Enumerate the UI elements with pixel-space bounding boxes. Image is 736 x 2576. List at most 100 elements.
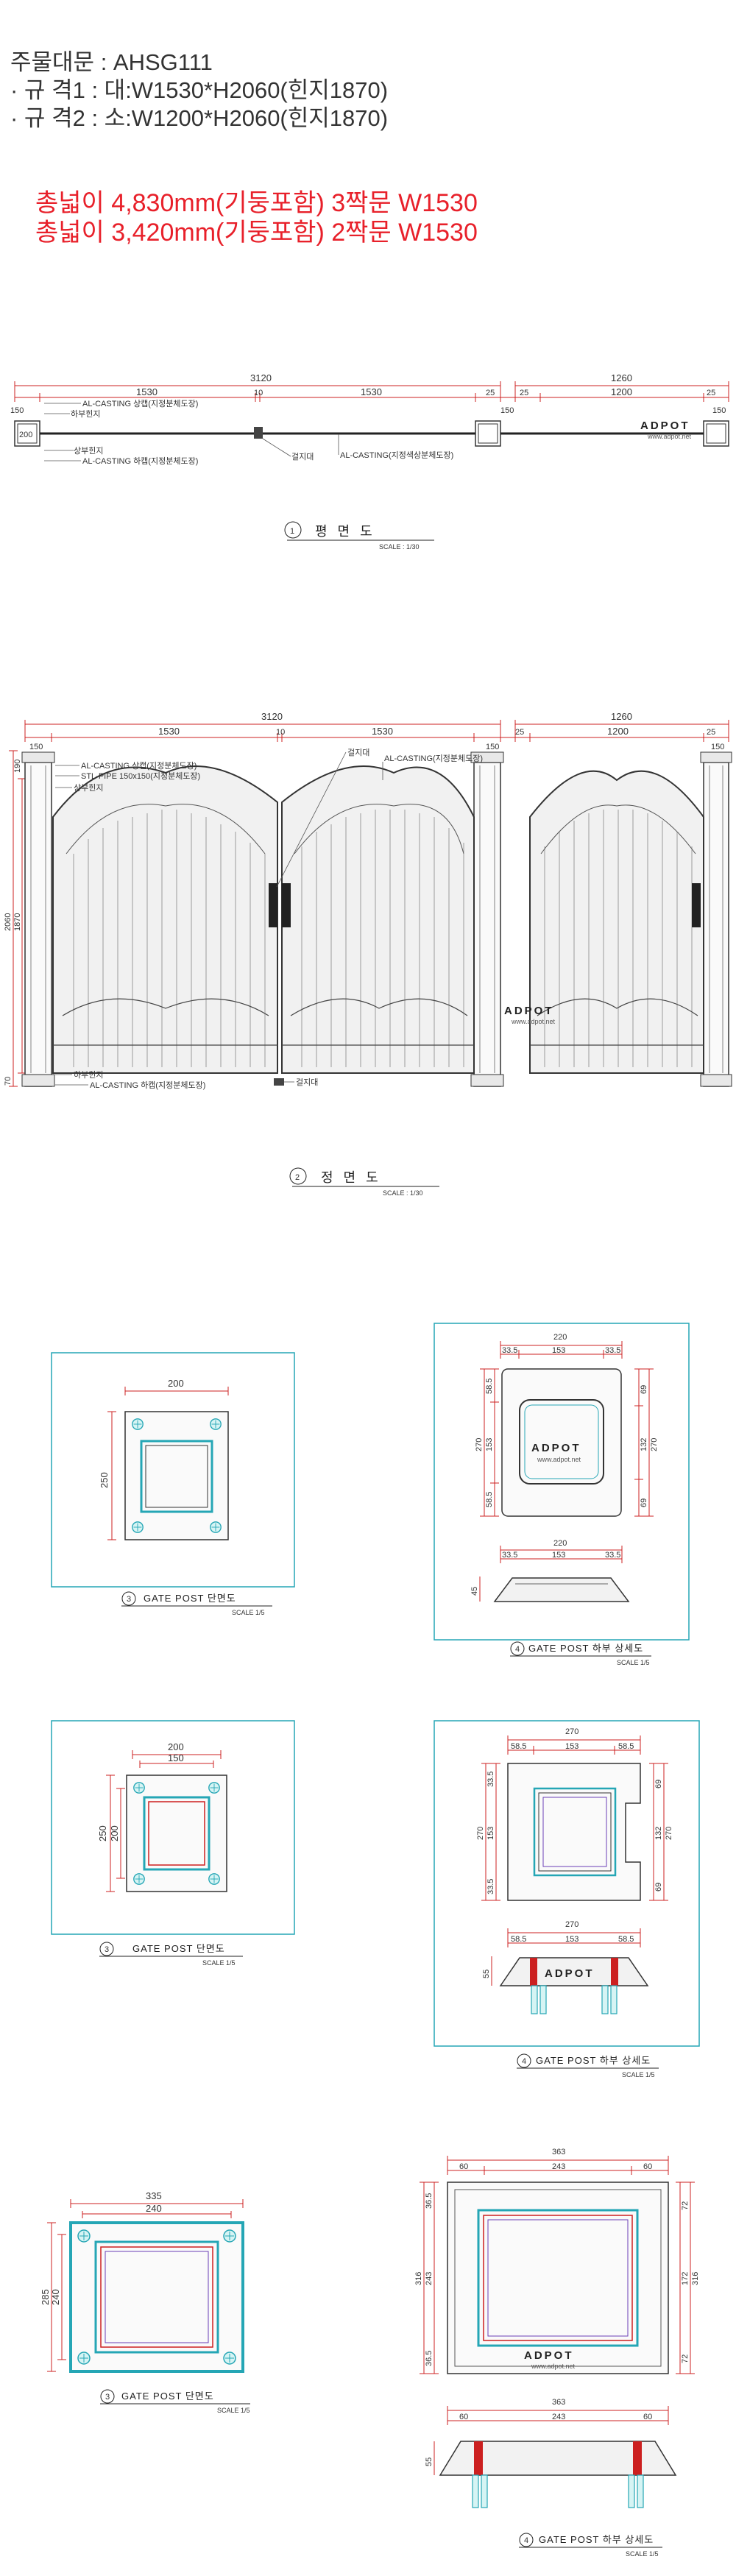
- d3a-label-block: 3 GATE POST 단면도 SCALE 1/5: [121, 1591, 272, 1616]
- d4c-h-total: 316: [414, 2272, 423, 2285]
- d4a-b: 153: [552, 1346, 565, 1355]
- d4b-label-block: 4 GATE POST 하부 상세도 SCALE 1/5: [517, 2053, 659, 2078]
- elev-dim-post-left: 150: [29, 743, 43, 751]
- d3b-label: GATE POST 단면도: [132, 1943, 225, 1954]
- d4a-base-a: 33.5: [502, 1551, 517, 1560]
- watermark-url-2: www.adpot.net: [511, 1018, 556, 1025]
- elev-label-stopper: 걸지대: [347, 748, 369, 757]
- d4c-r-a: 72: [681, 2201, 690, 2210]
- elev-dim-side-gap-b: 25: [707, 728, 715, 737]
- watermark-url-3: www.adpot.net: [537, 1456, 581, 1463]
- plan-title-block: 1 평면도 SCALE : 1/30: [284, 521, 434, 551]
- d4a-base-b: 153: [552, 1551, 565, 1560]
- d3a-label-num: 3: [127, 1595, 131, 1604]
- plan-dim-post-right: 150: [712, 406, 726, 415]
- d4c-top-w: 363: [552, 2148, 565, 2156]
- front-elevation: 3120 1260 150 1530 10 1530 150 25 1200 2…: [4, 711, 732, 1197]
- watermark-plan: ADPOT www.adpot.net: [640, 420, 692, 440]
- d4a-scale: SCALE 1/5: [617, 1659, 650, 1666]
- plan-dim-side-post-b: 25: [707, 389, 715, 397]
- d4a-base-c: 33.5: [605, 1551, 620, 1560]
- d3b-scale: SCALE 1/5: [202, 1959, 236, 1967]
- d4c-h-a: 36.5: [425, 2193, 434, 2209]
- d4a-label: GATE POST 하부 상세도: [528, 1643, 643, 1654]
- bolt-icon: [210, 1418, 222, 1430]
- d4b-h-b: 153: [486, 1827, 495, 1840]
- d4c-base-h: 55: [425, 2458, 434, 2466]
- elev-dim-post-right: 150: [711, 743, 724, 751]
- elev-dim-side-gap-a: 25: [515, 728, 524, 737]
- d4b-r-b: 132: [654, 1827, 663, 1840]
- elev-dim-total-main: 3120: [261, 711, 283, 722]
- bolt-icon: [77, 2352, 91, 2365]
- watermark-elev: ADPOT www.adpot.net: [504, 1005, 556, 1025]
- d4a-base-h: 45: [470, 1587, 479, 1596]
- spec-line-2: · 규 격2 : 소:W1200*H2060(힌지1870): [10, 105, 389, 131]
- d4a-h-total: 270: [475, 1438, 484, 1451]
- watermark-url-5: www.adpot.net: [531, 2363, 576, 2370]
- elev-dim-leaf-a: 1530: [158, 726, 180, 737]
- watermark-brand-3: ADPOT: [531, 1442, 581, 1454]
- plan-label-lower-hinge: 하부힌지: [71, 408, 100, 419]
- d4c-base-a: 60: [459, 2413, 468, 2421]
- d4b-label: GATE POST 하부 상세도: [536, 2055, 651, 2066]
- d4b-base-w: 270: [565, 1920, 578, 1929]
- bolt-icon: [132, 1521, 144, 1533]
- d4b-scale: SCALE 1/5: [622, 2071, 655, 2078]
- d3c-label-num: 3: [105, 2393, 110, 2402]
- plan-label-upper-hinge: 상부힌지: [74, 446, 103, 456]
- spec-line-1: · 규 격1 : 대:W1530*H2060(힌지1870): [10, 77, 389, 103]
- d4c-label-num: 4: [524, 2536, 528, 2545]
- d3b-w-in: 150: [168, 1752, 184, 1763]
- d4a-h-b: 153: [485, 1438, 494, 1451]
- watermark-brand-5: ADPOT: [524, 2349, 574, 2362]
- elev-label-bottom-cap: AL-CASTING 하캡(지정분체도장): [90, 1080, 205, 1090]
- d4c-r-c: 72: [681, 2354, 690, 2363]
- d4a-label-block: 4 GATE POST 하부 상세도 SCALE 1/5: [510, 1641, 651, 1666]
- plan-title: 평면도: [315, 524, 383, 539]
- watermark-brand-4: ADPOT: [545, 1967, 595, 1980]
- d3b-h: 250: [97, 1825, 108, 1841]
- watermark-url: www.adpot.net: [647, 433, 692, 440]
- elev-label-pipe: STL-PIPE 150x150(지정분체도장): [81, 771, 200, 781]
- elev-dim-total-side: 1260: [611, 711, 632, 722]
- product-title: 주물대문 : AHSG111: [10, 49, 213, 75]
- plan-label-al-casting: AL-CASTING(지정색상분체도장): [340, 450, 453, 460]
- elev-label-stopper2: 걸지대: [296, 1078, 318, 1087]
- d3a-label: GATE POST 단면도: [144, 1593, 236, 1604]
- plan-title-num: 1: [290, 527, 294, 536]
- d4c-label-block: 4 GATE POST 하부 상세도 SCALE 1/5: [519, 2533, 662, 2558]
- elev-dim-h-top: 190: [13, 760, 22, 773]
- elev-dim-h-bottom: 70: [4, 1077, 13, 1086]
- d3b-label-block: 3 GATE POST 단면도 SCALE 1/5: [99, 1942, 243, 1967]
- d4c-label: GATE POST 하부 상세도: [539, 2534, 654, 2545]
- d3c-scale: SCALE 1/5: [217, 2407, 250, 2414]
- detail-3b-gate-post-section: 200 150 250 200 3 GATE POST 단면도 SCALE 1/…: [51, 1720, 295, 1967]
- d3a-h: 250: [99, 1472, 110, 1488]
- plan-dim-total-side: 1260: [611, 372, 632, 383]
- plan-dim-post-mid-a: 25: [486, 389, 495, 397]
- plan-dim-leaf-a: 1530: [136, 386, 158, 397]
- plan-label-top-cap: AL-CASTING 상캡(지정분체도장): [82, 399, 198, 408]
- d4b-h-c: 33.5: [486, 1879, 495, 1894]
- plan-view: 3120 1260 150 1530 10 1530 25 150 25 120…: [10, 372, 729, 551]
- elev-dim-h-total: 2060: [4, 913, 13, 931]
- d4c-scale: SCALE 1/5: [626, 2550, 659, 2558]
- d4a-r-c: 69: [640, 1498, 648, 1507]
- d4c-c: 60: [643, 2162, 652, 2171]
- detail-3c-gate-post-section: 335 240 285 240 3 GATE POST 단면도 SCALE 1/…: [40, 2190, 250, 2414]
- d4c-h-b: 243: [425, 2272, 434, 2285]
- d4a-r-a: 69: [640, 1385, 648, 1394]
- d4a-base-w: 220: [553, 1539, 567, 1548]
- detail-4b-gate-post-base: 270 58.5 153 58.5 270 33.5 153 33.5 69 1…: [434, 1720, 700, 2078]
- d3c-h-in: 240: [50, 2289, 61, 2305]
- note-2-leaf: 총넓이 3,420mm(기둥포함) 2짝문 W1530: [35, 219, 478, 247]
- d4c-base-b: 243: [552, 2413, 565, 2421]
- total-width-note: 총넓이 4,830mm(기둥포함) 3짝문 W1530 총넓이 3,420mm(…: [35, 188, 478, 247]
- d4b-a: 58.5: [511, 1742, 526, 1751]
- bolt-icon: [210, 1521, 222, 1533]
- bolt-icon: [208, 1782, 220, 1794]
- d4c-a: 60: [459, 2162, 468, 2171]
- elev-title-block: 2 정면도 SCALE : 1/30: [289, 1167, 439, 1197]
- d4a-c: 33.5: [605, 1346, 620, 1355]
